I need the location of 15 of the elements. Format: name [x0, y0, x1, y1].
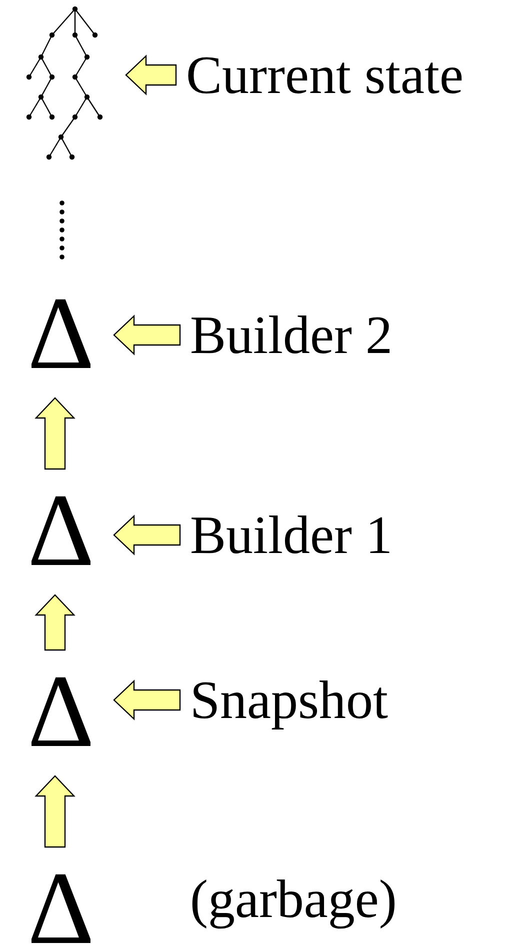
- block-arrow: [113, 314, 181, 356]
- block-arrow: [125, 54, 177, 96]
- delta-symbol: Δ: [28, 672, 94, 752]
- block-arrow: [113, 514, 181, 556]
- delta-symbol: Δ: [28, 491, 94, 571]
- block-arrow: [34, 594, 76, 651]
- block-arrow: [34, 397, 76, 470]
- state-label: Snapshot: [190, 673, 388, 727]
- state-label: Current state: [186, 48, 464, 102]
- state-label: Builder 1: [190, 508, 392, 562]
- block-arrow: [113, 680, 181, 720]
- state-label: Builder 2: [190, 308, 392, 362]
- block-arrow: [34, 775, 76, 848]
- delta-symbol: Δ: [28, 294, 94, 374]
- delta-symbol: Δ: [28, 868, 94, 948]
